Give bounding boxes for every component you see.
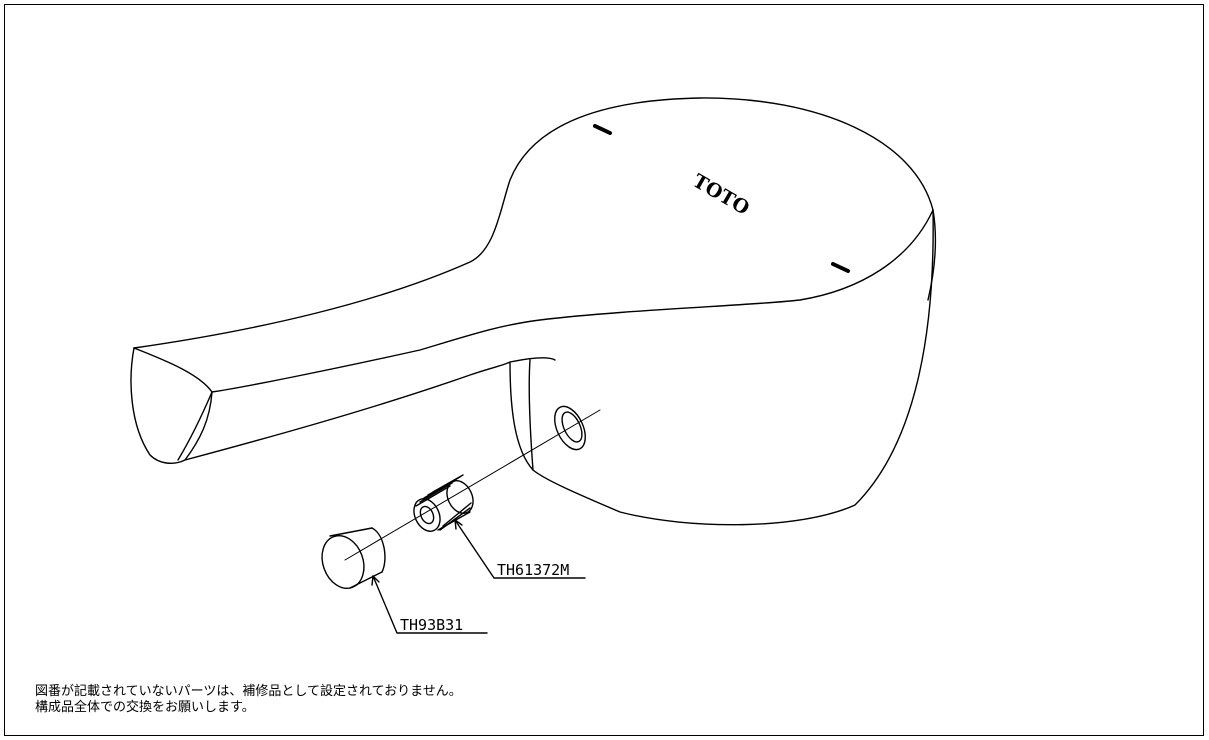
leader-th61372m (454, 519, 586, 579)
lever-handle (130, 97, 937, 526)
set-screw (413, 474, 474, 532)
leader-th93b31 (371, 575, 488, 634)
part-label-th61372m: TH61372M (497, 561, 569, 579)
note-line-2: 構成品全体での交換をお願いします。 (35, 700, 255, 715)
note-line-1: 図番が記載されていないパーツは、補修品として設定されておりません。 (35, 684, 462, 699)
drawing-frame (4, 4, 1204, 736)
assembly-axis (344, 409, 601, 561)
toto-logo: TOTO (689, 170, 753, 220)
part-label-th93b31: TH93B31 (400, 616, 463, 634)
cap-top-marks (593, 124, 850, 273)
button-cap (321, 527, 386, 589)
